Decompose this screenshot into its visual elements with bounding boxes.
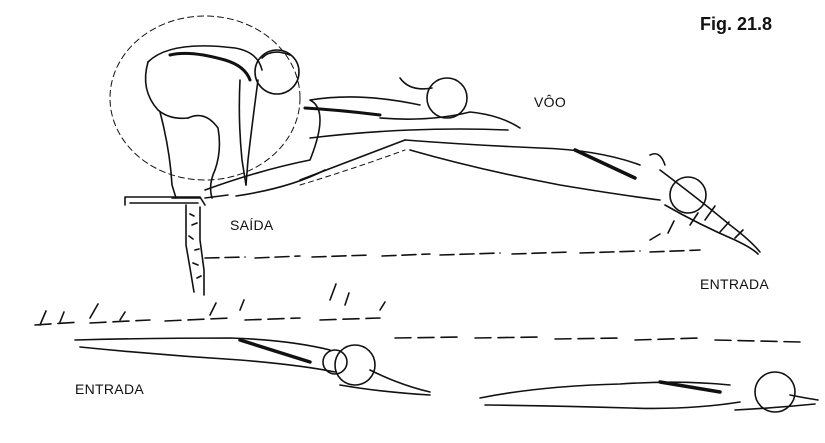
label-start: SAÍDA bbox=[230, 217, 274, 233]
swimmer-crouch-icon bbox=[110, 16, 300, 198]
swimmer-dive-entry-icon bbox=[405, 140, 760, 254]
swimmer-glide-icon bbox=[480, 372, 818, 412]
label-entry-right: ENTRADA bbox=[700, 276, 769, 292]
label-flight: VÔO bbox=[534, 94, 566, 110]
water-line-icon bbox=[35, 206, 800, 342]
figure-number: Fig. 21.8 bbox=[700, 14, 772, 35]
swimmer-flight-icon bbox=[205, 78, 520, 196]
starting-block-icon bbox=[125, 197, 205, 295]
label-entry-left: ENTRADA bbox=[75, 381, 144, 397]
